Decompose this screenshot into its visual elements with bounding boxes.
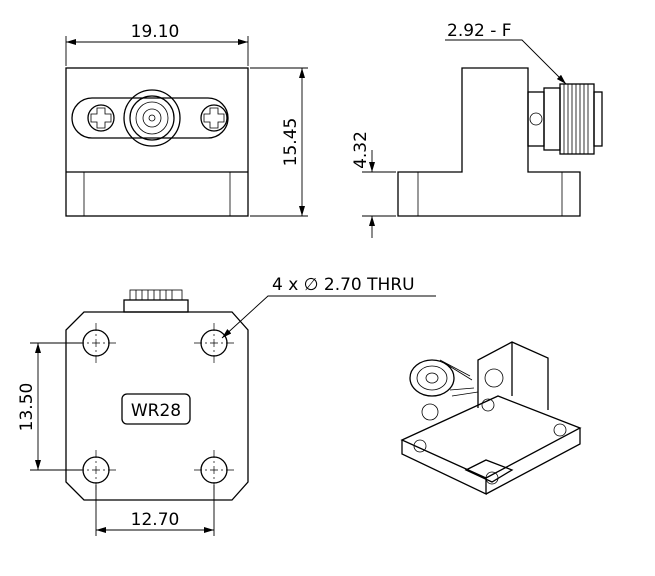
dim-width: 19.10 — [131, 22, 180, 42]
side-view: 4.32 2.92 - F — [351, 21, 603, 238]
connector-front-icon — [123, 89, 181, 147]
front-view: 19.10 15.45 — [65, 22, 308, 217]
connector-iso-icon — [409, 359, 479, 397]
connector-top-icon — [123, 289, 189, 313]
isometric-view — [400, 341, 582, 496]
part-label: WR28 — [131, 401, 181, 421]
dim-hole-vertical: 13.50 — [17, 383, 37, 432]
holes-label: 4 x ∅ 2.70 THRU — [272, 275, 415, 295]
mounting-holes — [76, 323, 234, 490]
bottom-view: WR28 4 x ∅ 2.70 THRU 13.50 12.70 — [17, 275, 436, 536]
dim-flange-height: 4.32 — [351, 131, 371, 169]
connector-side-icon — [527, 83, 603, 155]
dim-height: 15.45 — [281, 118, 301, 167]
screw-icon — [200, 104, 228, 132]
screw-icon — [87, 104, 115, 132]
dim-hole-horizontal: 12.70 — [131, 510, 180, 530]
connector-label: 2.92 - F — [447, 21, 512, 41]
